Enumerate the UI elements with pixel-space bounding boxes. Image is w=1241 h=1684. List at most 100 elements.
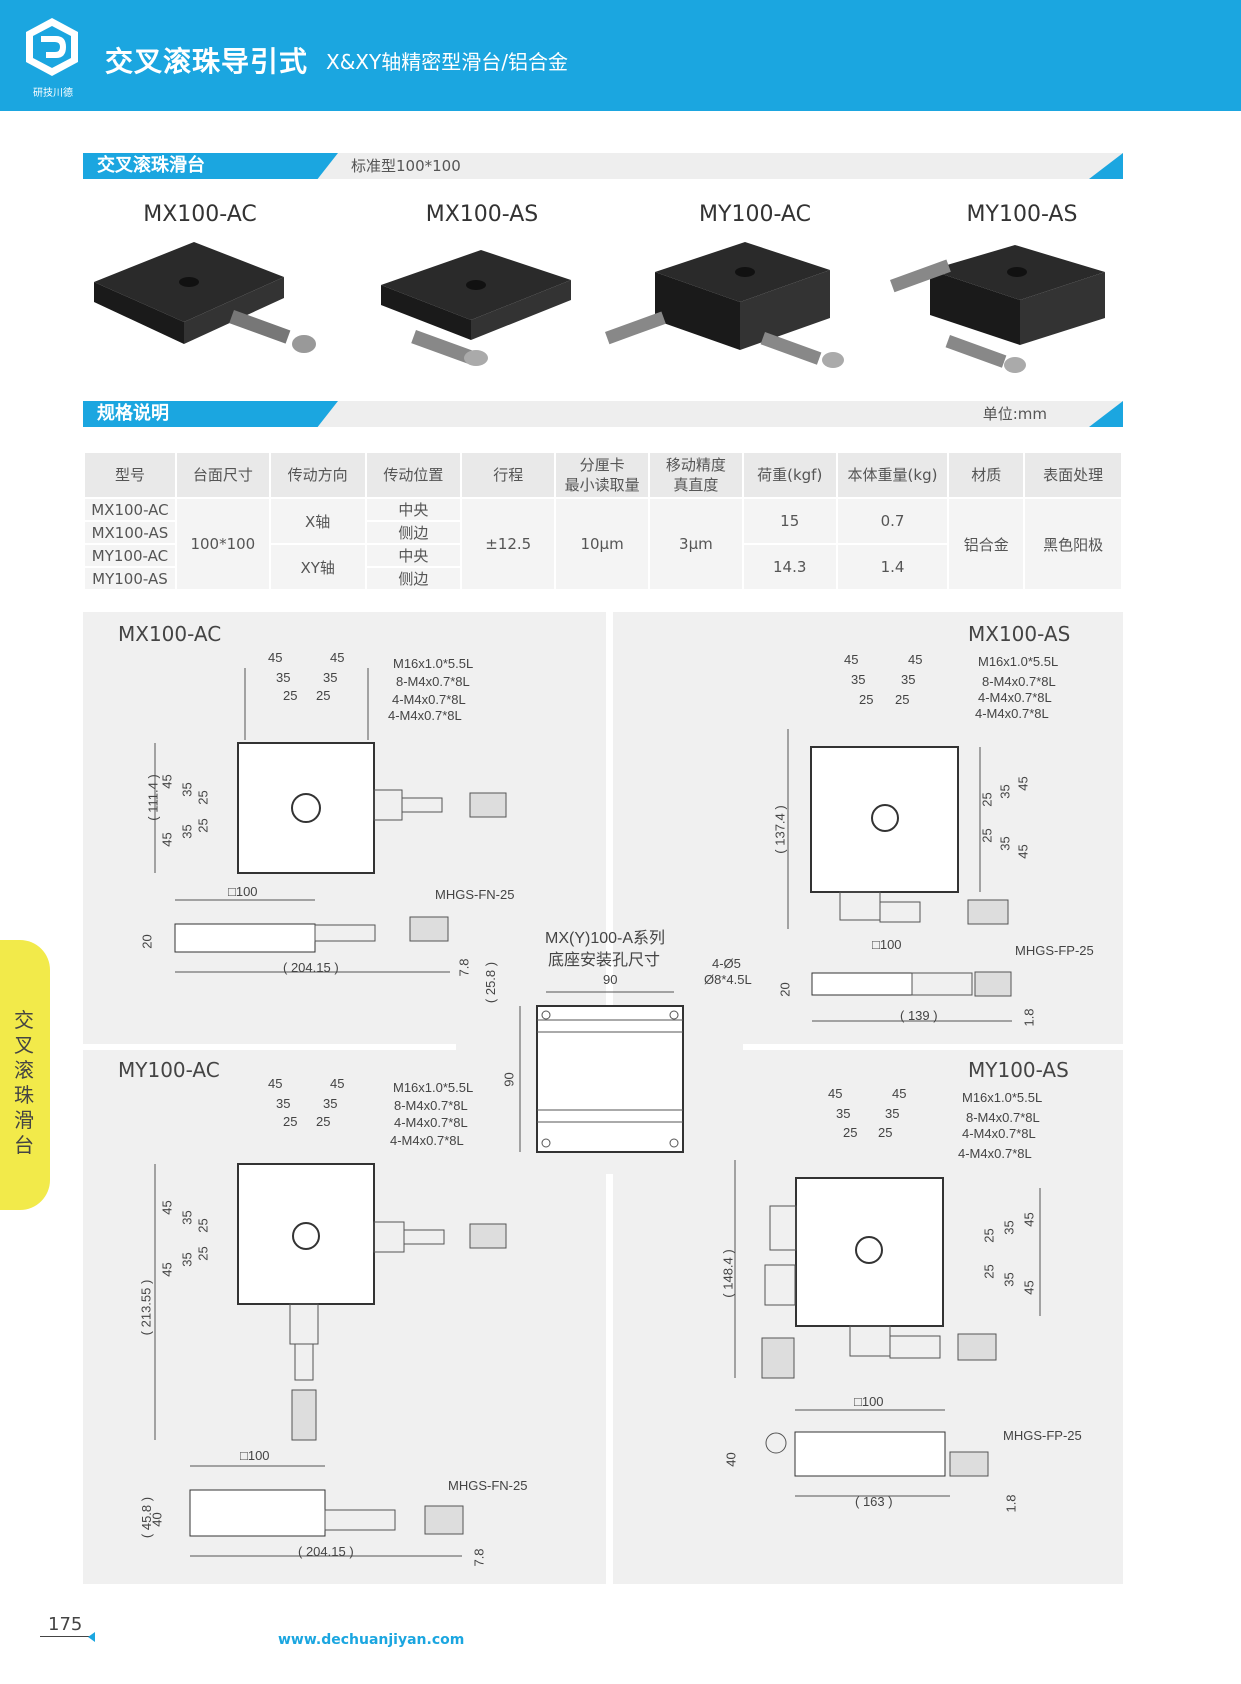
- dim-label: 25: [843, 1125, 858, 1140]
- dim-label: 20: [777, 982, 793, 997]
- table-header-row: 型号 台面尺寸 传动方向 传动位置 行程 分厘卡 最小读取量 移动精度 真直度 …: [83, 451, 1123, 499]
- cell-model: MX100-AC: [83, 497, 177, 522]
- cell-model: MY100-AC: [83, 543, 177, 568]
- dim-label: 40: [149, 1512, 165, 1527]
- section-label: 规格说明: [83, 401, 338, 427]
- cell-weight: 1.4: [835, 543, 950, 591]
- dim-label: 90: [501, 1072, 517, 1087]
- dim-label: 35: [323, 1096, 338, 1111]
- dim-label: ( 111.4 ): [145, 774, 161, 821]
- dim-label: 45: [828, 1086, 843, 1101]
- product-image-my100-ac: [605, 242, 844, 368]
- dim-label: 25: [979, 828, 995, 843]
- col-header: 分厘卡 最小读取量: [554, 451, 650, 499]
- dim-label: 35: [885, 1106, 900, 1121]
- product-name: MX100-AS: [425, 202, 539, 227]
- footer-url[interactable]: www.dechuanjiyan.com: [278, 1632, 465, 1648]
- dim-label: 25: [195, 790, 211, 805]
- cell-size: 100*100: [174, 497, 271, 591]
- dim-label: 35: [836, 1106, 851, 1121]
- col-header: 表面处理: [1023, 451, 1123, 499]
- table-row: MY100-AS 侧边: [83, 566, 1122, 591]
- section-sub: 标准型100*100: [351, 157, 461, 175]
- dim-label: □100: [854, 1394, 884, 1409]
- dim-label: 25: [283, 688, 298, 703]
- page-title: 交叉滚珠导引式: [105, 45, 309, 78]
- cell-material: 铝合金: [947, 497, 1026, 591]
- dim-label: 45: [159, 1200, 175, 1215]
- center-title: MX(Y)100-A系列: [545, 930, 666, 947]
- col-header: 传动位置: [364, 451, 463, 499]
- dim-label: ( 204.15 ): [283, 960, 339, 975]
- logo-text: 研技川德: [33, 88, 73, 99]
- callout-label: 4-M4x0.7*8L: [388, 708, 462, 723]
- cell-finish: 黑色阳极: [1023, 497, 1123, 591]
- drawing-label: MY100-AC: [118, 1058, 220, 1082]
- table-row: MY100-AC XY轴 中央 14.3 1.4: [83, 543, 1122, 591]
- section-label: 交叉滚珠滑台: [83, 153, 338, 179]
- center-title: 底座安装孔尺寸: [548, 952, 661, 969]
- cell-position: 中央: [364, 497, 463, 522]
- dim-label: 25: [979, 792, 995, 807]
- dim-label: 45: [268, 1076, 283, 1091]
- table-row: MX100-AC 100*100 X轴 中央 ±12.5 10μm 3μm 15…: [83, 497, 1123, 591]
- callout-label: M16x1.0*5.5L: [393, 656, 474, 671]
- cell-model: MX100-AS: [83, 520, 177, 545]
- dim-label: 45: [268, 650, 283, 665]
- cell-load: 14.3: [741, 543, 838, 591]
- dim-label: ( 204.15 ): [298, 1544, 354, 1559]
- dim-label: 25: [859, 692, 874, 707]
- dim-label: 35: [1001, 1220, 1017, 1235]
- table-row: MX100-AS 侧边: [83, 520, 1122, 545]
- dim-label: 35: [179, 824, 195, 839]
- hole-spec: 4-Ø5: [712, 956, 741, 971]
- drawing-label: MX100-AC: [118, 622, 222, 646]
- side-tab-label: 交叉滚珠滑台: [14, 1008, 34, 1157]
- col-header: 台面尺寸: [174, 451, 271, 499]
- dim-label: 45: [159, 774, 175, 789]
- unit-label: 单位:mm: [982, 405, 1047, 423]
- dim-label: 35: [179, 782, 195, 797]
- dim-label: ( 163 ): [855, 1494, 893, 1509]
- dim-label: 25: [195, 818, 211, 833]
- cell-position: 侧边: [364, 566, 463, 591]
- dim-label: 35: [1001, 1272, 1017, 1287]
- col-header: 型号: [83, 451, 177, 499]
- dim-label: □100: [872, 937, 902, 952]
- section-bar-spec: 规格说明 单位:mm: [83, 401, 1123, 427]
- callout-label: 4-M4x0.7*8L: [392, 692, 466, 707]
- dim-label: 35: [179, 1210, 195, 1225]
- callout-label: 8-M4x0.7*8L: [394, 1098, 468, 1113]
- cell-direction: XY轴: [268, 543, 367, 591]
- callout-label: 4-M4x0.7*8L: [975, 706, 1049, 721]
- product-image-mx100-ac: [94, 242, 316, 353]
- callout-label: 8-M4x0.7*8L: [966, 1110, 1040, 1125]
- cell-position: 侧边: [364, 520, 463, 545]
- micrometer-label: MHGS-FN-25: [448, 1478, 528, 1493]
- dim-label: □100: [240, 1448, 270, 1463]
- dim-label: 20: [139, 934, 155, 949]
- dim-label: 25: [195, 1218, 211, 1233]
- dim-label: 45: [908, 652, 923, 667]
- hole-spec: Ø8*4.5L: [704, 972, 752, 987]
- spec-table: 型号 台面尺寸 传动方向 传动位置 行程 分厘卡 最小读取量 移动精度 真直度 …: [83, 451, 1123, 591]
- dim-label: 25: [878, 1125, 893, 1140]
- dim-label: 35: [179, 1252, 195, 1267]
- cell-stroke: ±12.5: [460, 497, 557, 591]
- page-rule: [40, 1636, 90, 1637]
- callout-label: M16x1.0*5.5L: [393, 1080, 474, 1095]
- dim-label: 45: [330, 650, 345, 665]
- micrometer-label: MHGS-FP-25: [1015, 943, 1094, 958]
- drawing-label: MY100-AS: [968, 1058, 1069, 1082]
- dim-label: 45: [330, 1076, 345, 1091]
- dim-label: 25: [981, 1264, 997, 1279]
- product-name: MY100-AC: [699, 202, 811, 227]
- dim-label: ( 213.55 ): [138, 1279, 154, 1336]
- dim-label: 35: [997, 836, 1013, 851]
- dim-label: 35: [276, 670, 291, 685]
- dim-label: ( 139 ): [900, 1008, 938, 1023]
- dim-label: 25: [895, 692, 910, 707]
- cell-accuracy: 3μm: [648, 497, 744, 591]
- dim-label: 25: [316, 688, 331, 703]
